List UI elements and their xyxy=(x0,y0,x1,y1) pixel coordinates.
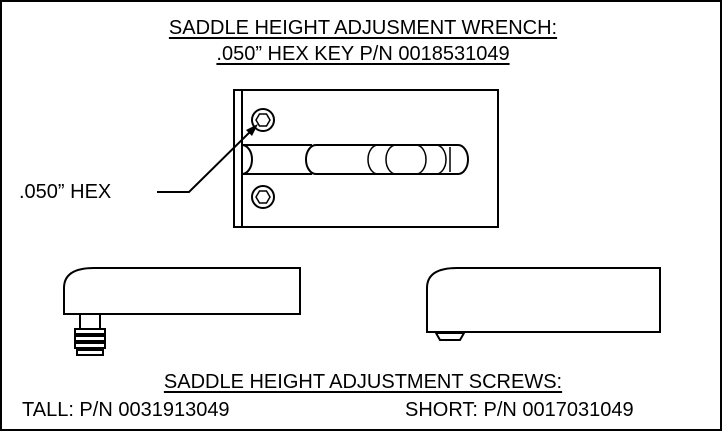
short-screw-part-number: SHORT: P/N 0017031049 xyxy=(405,399,634,421)
screws-title: SADDLE HEIGHT ADJUSTMENT SCREWS: xyxy=(163,371,563,393)
holder-plate xyxy=(233,89,499,228)
hex-callout-label: .050” HEX xyxy=(19,181,112,203)
bore-end xyxy=(241,144,253,175)
short-screw-drawing xyxy=(426,267,661,341)
top-set-screw xyxy=(251,108,275,132)
hex-key-holder xyxy=(233,89,499,228)
key-facet-2 xyxy=(385,144,397,175)
leader-arrowhead xyxy=(246,124,258,136)
key-facet-1 xyxy=(367,144,379,175)
hex-key-body xyxy=(305,144,469,175)
key-facet-3 xyxy=(415,144,427,175)
wrench-title: SADDLE HEIGHT ADJUSMENT WRENCH: xyxy=(168,17,558,39)
tall-screw-drawing xyxy=(63,267,301,356)
key-facet-4 xyxy=(435,144,447,175)
hex-leader xyxy=(157,124,258,193)
tall-screw-threads xyxy=(74,315,106,356)
bottom-set-screw xyxy=(251,185,275,209)
wrench-part-number: .050” HEX KEY P/N 0018531049 xyxy=(216,43,510,65)
tall-screw-part-number: TALL: P/N 0031913049 xyxy=(22,399,230,421)
tall-screw-body xyxy=(63,267,301,315)
short-screw-body xyxy=(426,267,661,333)
short-screw-tip xyxy=(434,332,466,341)
